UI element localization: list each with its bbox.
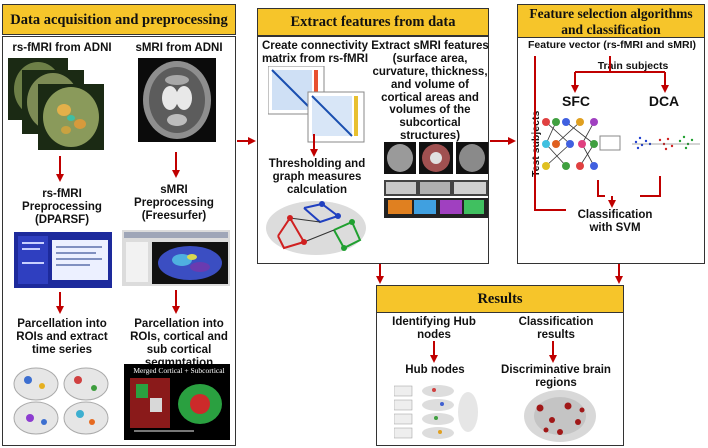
graph-brain-image [264,196,368,256]
discriminative-brain-image [522,388,598,444]
panel-selection-title: Feature selection algorithms and classif… [517,4,705,38]
smri-source-label: sMRI from ADNI [135,42,223,54]
connectivity-label: Create connectivity matrix from rs-fMRI [261,40,369,65]
train-subjects-label: Train subjects [597,60,669,72]
discriminative-label: Discriminative brain regions [501,364,611,389]
merged-caption: Merged Cortical + Subcortical [133,366,225,375]
dparsf-screenshot [14,232,112,288]
sfc-label: SFC [562,93,590,109]
identifying-hubs-label: Identifying Hub nodes [392,316,476,341]
freesurfer-screenshot [122,230,230,286]
rsfmri-scan-image [8,58,108,150]
thresholding-label: Thresholding and graph measures calculat… [268,158,366,196]
smri-features-label: Extract sMRI features (surface area, cur… [371,40,489,143]
smri-feature-images [384,142,488,218]
connectivity-matrix-image [268,66,366,144]
hub-nodes-image [394,384,480,442]
parcellation-rsfmri-label: Parcellation into ROIs and extract time … [16,318,108,356]
sfc-network-image [540,116,622,176]
panel-features-title: Extract features from data [257,8,489,36]
dca-label: DCA [648,93,680,109]
classification-results-label: Classification results [518,316,594,341]
panel-acquisition-title: Data acquisition and preprocessing [2,4,236,35]
panel-results-title: Results [376,285,624,313]
rsfmri-source-label: rs-fMRI from ADNI [12,42,112,54]
parcellation-smri-image [124,364,230,440]
dca-scatter-image [630,122,702,162]
smri-scan-image [138,58,216,142]
hub-nodes-label: Hub nodes [405,364,465,376]
feature-vector-label: Feature vector (rs-fMRI and sMRI) [527,39,697,51]
parcellation-rsfmri-image [8,362,116,440]
classification-label: Classification with SVM [577,209,653,234]
rsfmri-preprocessing-label: rs-fMRI Preprocessing (DPARSF) [22,188,102,226]
smri-preprocessing-label: sMRI Preprocessing (Freesurfer) [134,184,214,222]
